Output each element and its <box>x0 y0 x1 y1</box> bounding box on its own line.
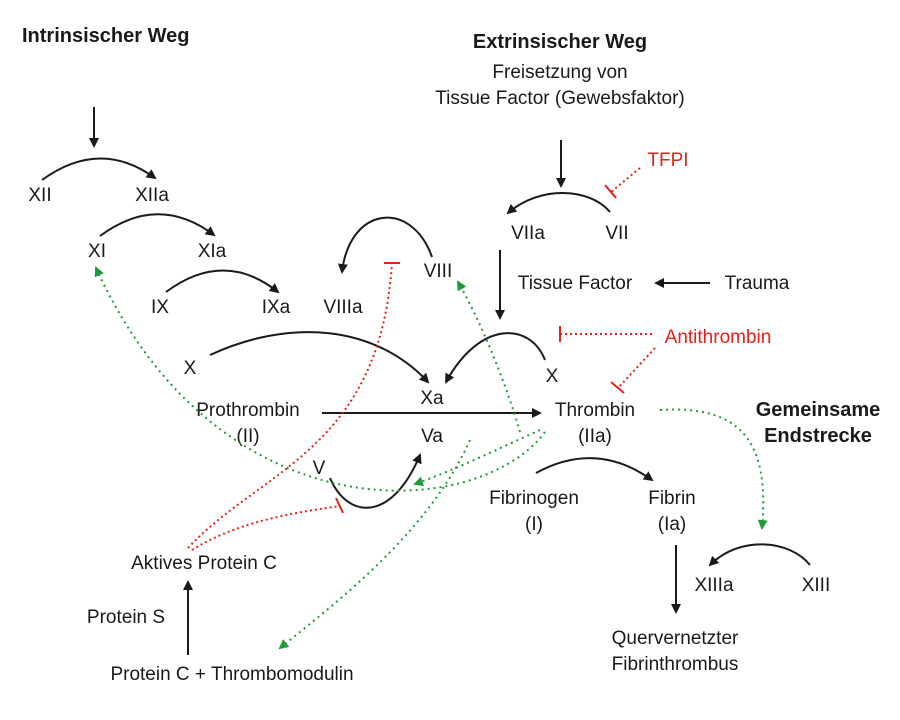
activate-thrombin-protein-c <box>278 439 471 650</box>
activation-lines <box>94 266 768 650</box>
factor-v: V <box>313 458 326 479</box>
factor-vii: VII <box>605 223 628 244</box>
factor-fibrin-num: (Ia) <box>658 514 687 535</box>
factor-viiia: VIIIa <box>323 297 363 318</box>
factor-x-right: X <box>546 366 559 387</box>
factor-trauma: Trauma <box>725 273 790 294</box>
factor-thrombin-num: (IIa) <box>578 426 612 447</box>
inhibit-apc-viii <box>187 262 393 549</box>
factor-viia: VIIa <box>511 223 545 244</box>
factor-x-left: X <box>184 358 197 379</box>
heading-intrinsic: Intrinsischer Weg <box>22 25 189 47</box>
arrow-x-to-xa-extrinsic <box>445 332 546 384</box>
factor-fibrin: Fibrin <box>648 488 696 509</box>
factor-xia: XIa <box>198 241 227 262</box>
factor-xiia: XIIa <box>135 185 169 206</box>
factor-tissue-factor: Tissue Factor <box>518 273 633 294</box>
arrow-v-to-va <box>329 453 422 509</box>
activate-thrombin-viii <box>456 280 521 433</box>
inhibit-apc-v-bar <box>335 497 344 514</box>
activate-thrombin-v <box>413 429 541 487</box>
regulator-antithrombin: Antithrombin <box>665 327 772 348</box>
inhibition-lines <box>187 167 656 551</box>
heading-common-line2: Endstrecke <box>764 425 872 447</box>
regulator-protein-s: Protein S <box>87 607 165 628</box>
activate-thrombin-xiii <box>659 408 768 530</box>
arrow-xi-to-xia <box>99 213 216 237</box>
inhibit-tfpi-vii <box>610 167 641 193</box>
crosslinked-line1: Quervernetzter <box>612 628 739 649</box>
heading-extrinsic: Extrinsischer Weg <box>473 31 647 53</box>
arrow-xiii-to-xiiia <box>708 543 811 567</box>
factor-xa: Xa <box>420 388 444 409</box>
factor-prothrombin-num: (II) <box>236 426 259 447</box>
arrow-xii-to-xiia <box>41 157 157 181</box>
arrow-fibrinogen-to-fibrin <box>535 457 654 482</box>
inhibit-antithrombin-thrombin <box>617 347 656 389</box>
factor-viii: VIII <box>424 261 453 282</box>
arrow-x-to-xa <box>209 331 430 384</box>
heading-common-line1: Gemeinsame <box>756 399 881 421</box>
factor-thrombin: Thrombin <box>555 400 635 421</box>
extrinsic-trigger-line2: Tissue Factor (Gewebsfaktor) <box>435 88 685 109</box>
inhibit-antithrombin-thrombin-bar <box>610 381 625 394</box>
factor-ix: IX <box>151 297 169 318</box>
factor-prothrombin: Prothrombin <box>196 400 300 421</box>
factor-fibrinogen: Fibrinogen <box>489 488 579 509</box>
activate-thrombin-xi <box>94 266 546 492</box>
factor-xii: XII <box>28 185 51 206</box>
arrow-ix-to-ixa <box>165 269 280 294</box>
regulator-protein-c-thrombomodulin: Protein C + Thrombomodulin <box>110 664 353 685</box>
factor-xiiia: XIIIa <box>694 575 734 596</box>
factor-va: Va <box>421 426 443 447</box>
crosslinked-line2: Fibrinthrombus <box>612 654 739 675</box>
extrinsic-trigger-line1: Freisetzung von <box>492 62 627 83</box>
regulator-tfpi: TFPI <box>647 150 688 171</box>
factor-ixa: IXa <box>262 297 291 318</box>
regulator-active-protein-c: Aktives Protein C <box>131 553 277 574</box>
reaction-arrows <box>41 107 811 655</box>
arrow-viii-to-viiia <box>337 216 433 274</box>
inhibit-tfpi-vii-bar <box>604 184 617 199</box>
factor-fibrinogen-num: (I) <box>525 514 543 535</box>
factor-xi: XI <box>88 241 106 262</box>
factor-xiii: XIII <box>802 575 831 596</box>
arrow-vii-to-viia <box>506 192 611 215</box>
inhibit-apc-v <box>191 505 341 551</box>
